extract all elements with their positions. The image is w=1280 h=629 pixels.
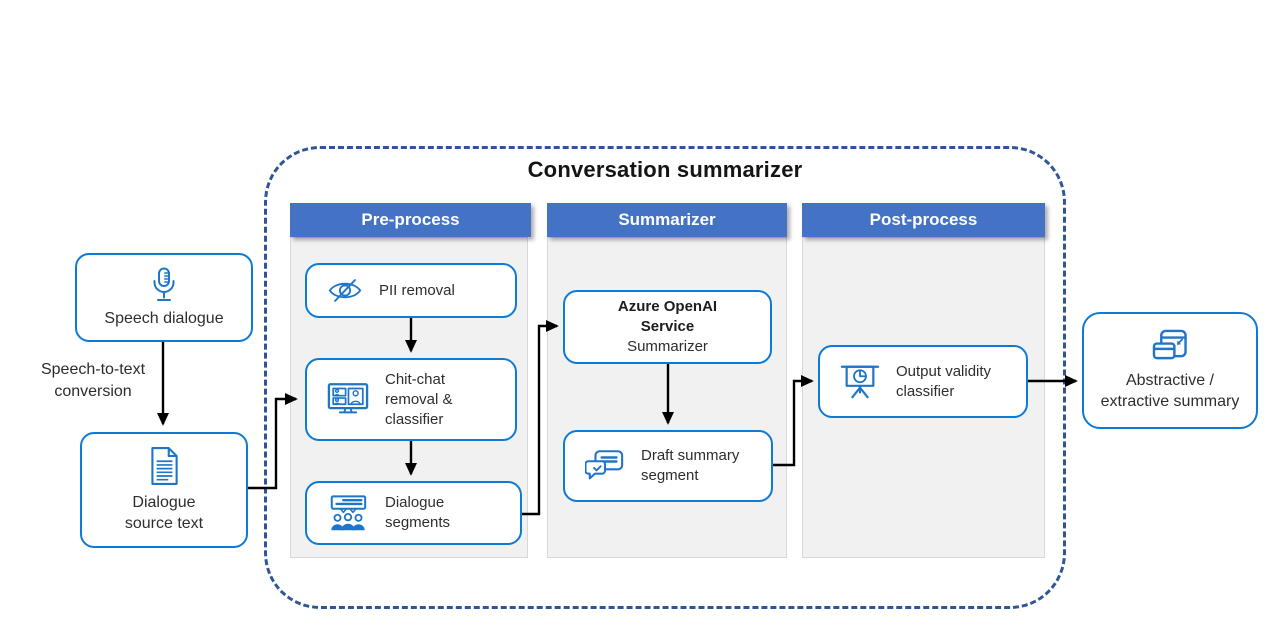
- speech-to-text-line2: conversion: [54, 383, 132, 400]
- dialogue-segments-line1: Dialogue: [385, 494, 445, 511]
- output-validity-line2: classifier: [896, 382, 955, 400]
- postprocess-header-label: Post-process: [869, 210, 978, 229]
- summarizer-panel: [547, 237, 787, 558]
- draft-summary-line2: segment: [641, 467, 699, 484]
- video-call-monitor-icon: [327, 383, 369, 414]
- speech-to-text-label: Speech-to-text conversion: [18, 359, 168, 403]
- summarizer-header-label: Summarizer: [618, 210, 716, 229]
- conversation-summarizer-container: [264, 146, 1066, 609]
- easel-pie-chart-icon: [840, 365, 880, 399]
- microphone-icon: [153, 267, 175, 301]
- pii-removal-label: PII removal: [379, 281, 455, 299]
- chitchat-line3: classifier: [385, 410, 444, 428]
- postprocess-header: Post-process: [802, 203, 1045, 237]
- dialogue-source-line1: Dialogue: [132, 494, 196, 511]
- azure-openai-box: Azure OpenAI Service Summarizer: [563, 290, 772, 364]
- speech-to-text-line1: Speech-to-text: [40, 361, 146, 378]
- presentation-audience-icon: [330, 494, 367, 530]
- summary-output-line2: extractive summary: [1100, 393, 1240, 410]
- chat-bubbles-icon: [585, 449, 624, 479]
- summarizer-header: Summarizer: [547, 203, 787, 237]
- dialogue-segments-line2: segments: [385, 514, 451, 531]
- window-extract-icon: [1152, 329, 1187, 360]
- dialogue-source-line2: source text: [124, 515, 204, 532]
- preprocess-header: Pre-process: [290, 203, 531, 237]
- dialogue-source-box: Dialogue source text: [80, 432, 248, 548]
- azure-line2: Service: [640, 318, 695, 335]
- dialogue-segments-box: Dialogue segments: [305, 481, 522, 545]
- azure-line1: Azure OpenAI: [617, 298, 718, 315]
- chitchat-line1: Chit-chat: [385, 370, 446, 388]
- azure-line3: Summarizer: [627, 338, 708, 355]
- summary-output-line1: Abstractive /: [1125, 372, 1214, 389]
- output-validity-box: Output validity classifier: [818, 345, 1028, 418]
- preprocess-header-label: Pre-process: [361, 210, 460, 229]
- eye-off-icon: [328, 279, 362, 302]
- draft-summary-box: Draft summary segment: [563, 430, 773, 502]
- output-validity-line1: Output validity: [896, 362, 992, 380]
- document-icon: [151, 447, 178, 485]
- speech-dialogue-label: Speech dialogue: [104, 309, 224, 327]
- summary-output-box: Abstractive / extractive summary: [1082, 312, 1258, 429]
- speech-dialogue-box: Speech dialogue: [75, 253, 253, 342]
- draft-summary-line1: Draft summary: [641, 447, 740, 464]
- pii-removal-box: PII removal: [305, 263, 517, 318]
- diagram-title: Conversation summarizer: [527, 157, 803, 182]
- chitchat-line2: removal &: [385, 390, 453, 408]
- chitchat-removal-box: Chit-chat removal & classifier: [305, 358, 517, 441]
